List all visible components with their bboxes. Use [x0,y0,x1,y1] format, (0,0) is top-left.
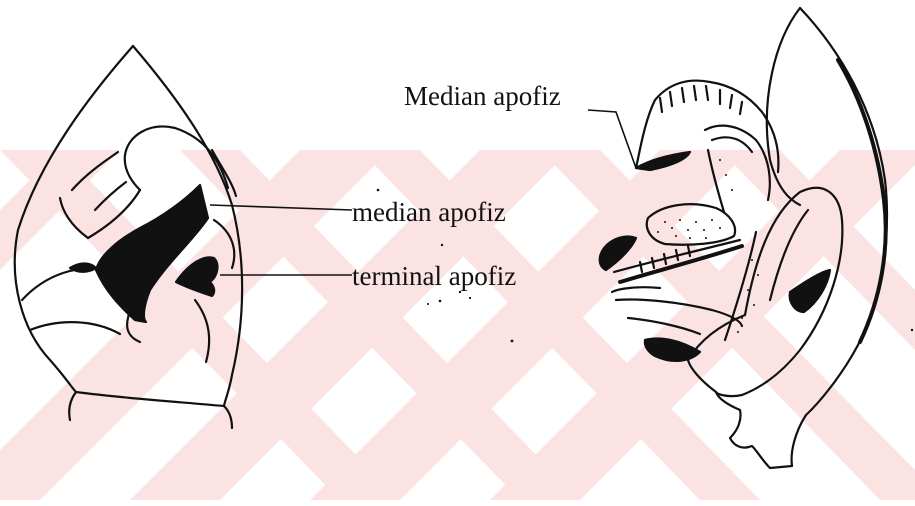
label-median-apofiz-upper: Median apofiz [404,83,561,110]
label-median-apofiz-lower: median apofiz [352,199,506,226]
label-terminal-apofiz: terminal apofiz [352,263,516,290]
